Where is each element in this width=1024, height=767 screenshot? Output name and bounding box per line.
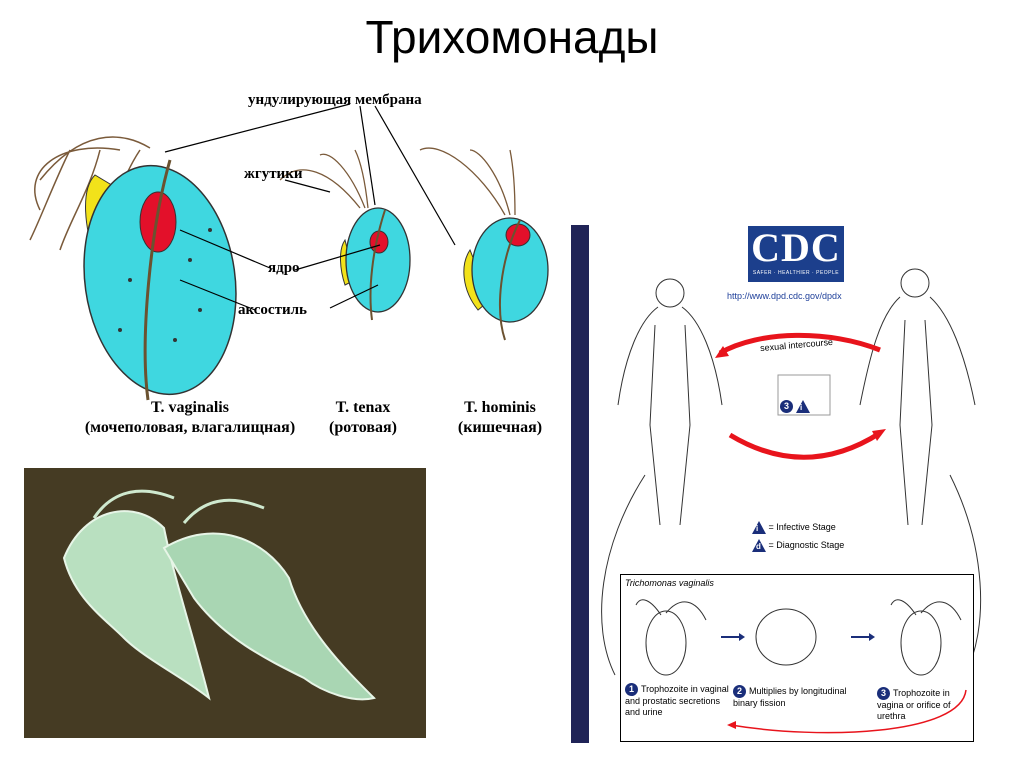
species-vaginalis: T. vaginalis(мочеполовая, влагалищная)	[84, 399, 296, 436]
inset-title: Trichomonas vaginalis	[625, 578, 714, 588]
membrane-label: ундулирующая мембрана	[248, 92, 422, 108]
axostyle-label: аксостиль	[238, 302, 307, 318]
lifecycle-sidebar	[571, 225, 589, 743]
lifecycle-figure	[570, 225, 1000, 745]
cdc-url: http://www.dpd.cdc.gov/dpdx	[727, 291, 842, 301]
t-tenax-cell	[279, 149, 411, 321]
legend-diagnostic: d = Diagnostic Stage	[752, 539, 844, 552]
species-tenax: T. tenax(ротовая)	[329, 399, 397, 436]
trichomonad-drawing	[29, 103, 549, 401]
nucleus-label: ядро	[268, 260, 300, 276]
trichomonad-diagram: ундулирующая мембрана жгутики ядро аксос…	[0, 80, 600, 460]
t-vaginalis-cell	[29, 136, 237, 401]
species-hominis: T. hominis(кишечная)	[457, 399, 543, 436]
cdc-logo: CDC SAFER · HEALTHIER · PEOPLE	[748, 226, 844, 282]
t-hominis-cell	[419, 147, 549, 341]
legend-infective: i = Infective Stage	[752, 521, 836, 534]
flagella-label: жгутики	[244, 166, 303, 182]
slide-title: Трихомонады	[365, 11, 659, 63]
electron-micrograph	[24, 468, 426, 738]
